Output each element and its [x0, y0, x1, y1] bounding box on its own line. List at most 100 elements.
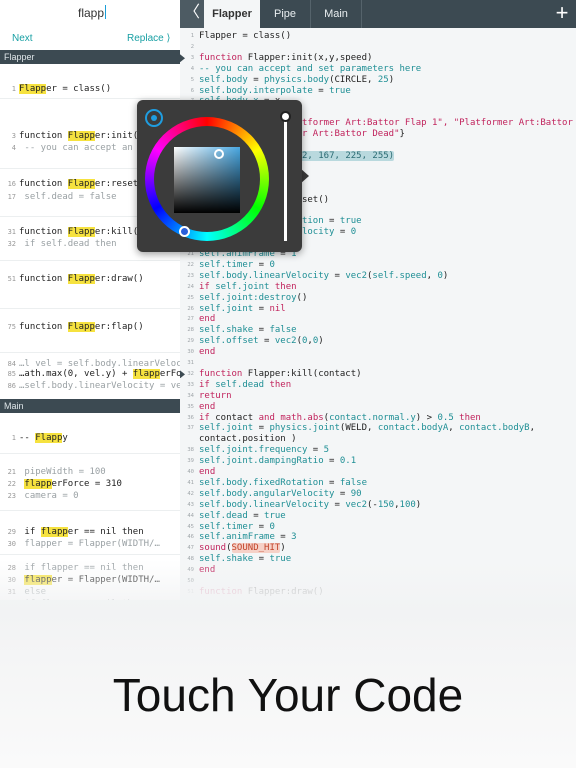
result-separator	[0, 168, 180, 169]
line-number: 47	[187, 545, 194, 552]
tab-main[interactable]: Main	[310, 0, 362, 28]
code-line[interactable]: 47 sound(SOUND_HIT)	[180, 543, 576, 554]
line-number: 27	[187, 316, 194, 323]
code-line[interactable]: 28 self.shake = false	[180, 325, 576, 336]
code-line[interactable]: 4 -- you can accept and set parameters h…	[180, 64, 576, 75]
fold-marker-icon[interactable]	[180, 54, 185, 63]
code-text: sound(SOUND_HIT)	[199, 543, 286, 554]
result-line-text: if self.dead then	[19, 239, 117, 249]
line-number: 36	[187, 414, 194, 421]
search-result-line[interactable]: 84…l vel = self.body.linearVelocity	[0, 358, 180, 370]
search-result-line[interactable]: 23 camera = 0	[0, 490, 180, 502]
code-line[interactable]: 40 end	[180, 467, 576, 478]
marketing-caption: Touch Your Code	[112, 669, 464, 721]
eyedropper-icon[interactable]	[145, 109, 163, 127]
code-line[interactable]: 23 self.body.linearVelocity = vec2(self.…	[180, 271, 576, 282]
next-button[interactable]: Next	[12, 33, 33, 44]
alpha-slider-handle[interactable]	[280, 111, 291, 122]
code-line[interactable]: 44 self.dead = true	[180, 511, 576, 522]
code-line[interactable]: 2	[180, 42, 576, 53]
search-input[interactable]: flapp	[78, 6, 105, 20]
search-result-line[interactable]: 30 flapper = Flapper(WIDTH/…	[0, 538, 180, 550]
code-line[interactable]: 22 self.timer = 0	[180, 260, 576, 271]
code-line[interactable]: 46 self.animFrame = 3	[180, 532, 576, 543]
code-line[interactable]: 43 self.body.linearVelocity = vec2(-150,…	[180, 500, 576, 511]
result-line-text: Flapper = class()	[19, 84, 112, 94]
results-section-main[interactable]: Main	[0, 399, 180, 413]
code-text: self.body.angularVelocity = 90	[199, 488, 362, 499]
code-line[interactable]: 37 self.joint = physics.joint(WELD, cont…	[180, 423, 576, 434]
result-line-number: 16	[7, 180, 16, 188]
result-line-text: …self.body.linearVelocity = vel	[19, 381, 181, 391]
code-text: self.joint.frequency = 5	[199, 445, 330, 456]
code-line[interactable]: 29 self.offset = vec2(0,0)	[180, 336, 576, 347]
alpha-slider-track[interactable]	[284, 117, 287, 241]
code-line[interactable]: 25 self.joint:destroy()	[180, 293, 576, 304]
saturation-value-square[interactable]	[174, 147, 240, 213]
fold-marker-icon[interactable]	[180, 370, 185, 379]
result-line-number: 30	[7, 540, 16, 548]
search-result-line[interactable]: 17 self.dead = false	[0, 191, 180, 203]
code-line[interactable]: 45 self.timer = 0	[180, 522, 576, 533]
hue-handle[interactable]	[179, 226, 190, 237]
search-result-line[interactable]: 29 if flapper == nil then	[0, 526, 180, 538]
saturation-handle[interactable]	[214, 149, 224, 159]
code-line[interactable]: 36 if contact and math.abs(contact.norma…	[180, 413, 576, 424]
code-line[interactable]: 31	[180, 358, 576, 369]
code-line[interactable]: 26 self.joint = nil	[180, 304, 576, 315]
code-line[interactable]: 33 if self.dead then	[180, 380, 576, 391]
tab-flapper[interactable]: Flapper	[204, 0, 260, 28]
code-line[interactable]: 24 if self.joint then	[180, 282, 576, 293]
search-result-line[interactable]: 22 flapperForce = 310	[0, 478, 180, 490]
result-line-number: 1	[11, 434, 16, 442]
search-result-line[interactable]: 86…self.body.linearVelocity = vel	[0, 380, 180, 392]
replace-button[interactable]: Replace ⟩	[127, 33, 171, 44]
code-text: self.body.linearVelocity = vec2(self.spe…	[199, 270, 449, 281]
line-number: 44	[187, 512, 194, 519]
add-tab-button[interactable]: +	[548, 0, 576, 28]
code-line[interactable]: contact.position )	[180, 434, 576, 445]
code-text: self.joint = nil	[199, 303, 286, 314]
result-line-text: pipeWidth = 100	[19, 467, 106, 477]
code-text: self.body.linearVelocity = vec2(-150,100…	[199, 499, 422, 510]
code-line[interactable]: 21 self.animFrame = 1	[180, 249, 576, 260]
line-number: 43	[187, 501, 194, 508]
code-text: end	[199, 347, 216, 358]
code-line[interactable]: 35 end	[180, 402, 576, 413]
result-separator	[0, 510, 180, 511]
back-button[interactable]: 〈	[180, 0, 204, 28]
result-line-text: flapperForce = 310	[24, 479, 122, 489]
code-line[interactable]: 39 self.joint.dampingRatio = 0.1	[180, 456, 576, 467]
code-line[interactable]: 27 end	[180, 314, 576, 325]
search-result-line[interactable]: 32 if self.dead then	[0, 238, 180, 250]
code-line[interactable]: 41 self.body.fixedRotation = false	[180, 478, 576, 489]
line-number: 46	[187, 534, 194, 541]
search-result-line[interactable]: 21 pipeWidth = 100	[0, 466, 180, 478]
search-result-line[interactable]: 4 -- you can accept an	[0, 142, 180, 154]
code-line[interactable]: 38 self.joint.frequency = 5	[180, 445, 576, 456]
code-line[interactable]: 34 return	[180, 391, 576, 402]
code-line[interactable]: 6 self.body.interpolate = true	[180, 86, 576, 97]
line-number: 26	[187, 305, 194, 312]
tab-pipe[interactable]: Pipe	[273, 8, 297, 20]
search-result-line[interactable]: 1-- Flappy	[0, 432, 180, 444]
match-highlight: Flapp	[67, 131, 95, 141]
code-line[interactable]: 5 self.body = physics.body(CIRCLE, 25)	[180, 75, 576, 86]
code-text: self.timer = 0	[199, 521, 275, 532]
results-section-flapper[interactable]: Flapper	[0, 50, 180, 64]
search-result-line[interactable]: 85…ath.max(0, vel.y) + flapperForce	[0, 368, 180, 380]
chevron-left-icon: 〈	[183, 4, 200, 21]
code-line[interactable]: 48 self.shake = true	[180, 554, 576, 565]
code-line[interactable]: 42 self.body.angularVelocity = 90	[180, 489, 576, 500]
